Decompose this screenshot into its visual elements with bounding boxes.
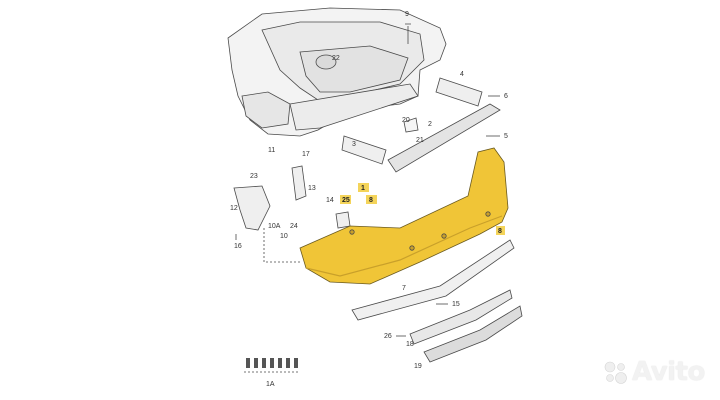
label-8b: 8 [498,228,502,235]
highlight-box-1 [358,183,369,192]
label-13: 13 [308,185,316,192]
label-1: 1 [361,185,365,192]
watermark-text: Avito [632,357,705,387]
label-21: 21 [416,137,424,144]
label-8: 8 [369,197,373,204]
label-7: 7 [402,285,406,292]
parking-sensor-3 [441,233,447,239]
fastener-set-1a [246,358,298,368]
bolt-9 [405,23,411,44]
label-25: 25 [342,197,350,204]
label-12: 12 [230,205,238,212]
diffuser-trim-7 [351,239,515,321]
parking-sensor-2 [409,245,415,251]
label-4: 4 [460,71,464,78]
avito-dots-icon [604,361,627,384]
frame-10 [263,228,300,263]
clip-25 [335,211,351,229]
highlight-box-8 [366,195,377,204]
lower-trim-19 [423,305,523,363]
label-5: 5 [504,133,508,140]
label-14: 14 [326,197,334,204]
impact-absorber-right [435,77,483,107]
label-2: 2 [428,121,432,128]
side-guide-left [233,185,271,231]
rear-panel [289,83,419,131]
label-20: 20 [402,117,410,124]
side-bracket-24 [291,165,307,201]
lower-grille-18 [409,289,513,345]
bumper-cover [299,147,509,285]
spare-wheel-well [315,54,337,70]
highlight-box-8b [496,226,505,235]
parking-sensor-4 [485,211,491,217]
label-10a: 10A [268,223,281,230]
label-26: 26 [384,333,392,340]
highlight-box-25 [340,195,351,204]
label-3: 3 [352,141,356,148]
impact-absorber-left [341,135,387,165]
label-18: 18 [406,341,414,348]
label-16: 16 [234,243,242,250]
label-23: 23 [250,173,258,180]
label-24: 24 [290,223,298,230]
label-1a: 1A [266,381,275,388]
avito-watermark: Avito [600,354,710,390]
label-19: 19 [414,363,422,370]
label-17: 17 [302,151,310,158]
bumper-cover-lower-edge [305,215,503,277]
label-22: 22 [332,55,340,62]
mounting-bracket-21 [403,117,419,133]
label-6: 6 [504,93,508,100]
label-9: 9 [405,11,409,18]
tail-light [241,91,291,129]
label-10: 10 [280,233,288,240]
parking-sensor-1 [349,229,355,235]
label-15: 15 [452,301,460,308]
bumper-reinforcement [387,103,501,173]
label-11: 11 [268,147,275,154]
